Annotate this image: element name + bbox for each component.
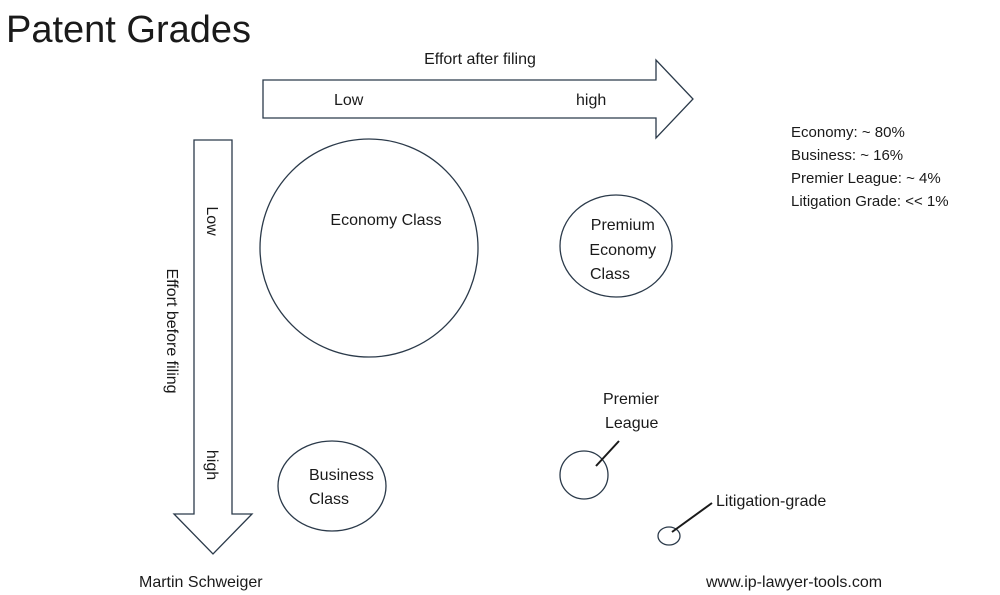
litigation-grade-label: Litigation-grade bbox=[716, 493, 826, 510]
premier-league-circle bbox=[559, 450, 609, 500]
vertical-arrow-low-label: Low bbox=[203, 206, 220, 236]
business-class-label: Business Class bbox=[309, 467, 378, 508]
horizontal-arrow-low-label: Low bbox=[334, 92, 364, 109]
author-name: Martin Schweiger bbox=[139, 574, 263, 591]
grade-share-litigation: Litigation Grade: << 1% bbox=[791, 193, 949, 210]
economy-class-circle bbox=[259, 138, 479, 358]
economy-class-label: Economy Class bbox=[330, 212, 441, 229]
grade-share-economy: Economy: ~ 80% bbox=[791, 124, 905, 141]
grade-share-business: Business: ~ 16% bbox=[791, 147, 903, 164]
horizontal-arrow bbox=[262, 58, 694, 140]
website-url: www.ip-lawyer-tools.com bbox=[705, 574, 882, 591]
grade-share-premier-league: Premier League: ~ 4% bbox=[791, 170, 941, 187]
grade-share-list: Economy: ~ 80% Business: ~ 16% Premier L… bbox=[791, 124, 949, 210]
premium-economy-class-label: Premium Economy Class bbox=[589, 217, 660, 283]
premier-league-leader-line bbox=[595, 440, 620, 467]
litigation-grade-leader-line bbox=[671, 502, 713, 533]
page-title: Patent Grades bbox=[6, 9, 251, 51]
vertical-arrow bbox=[172, 139, 254, 555]
litigation-grade-ellipse bbox=[657, 526, 681, 546]
vertical-arrow-high-label: high bbox=[203, 450, 220, 480]
horizontal-axis-label: Effort after filing bbox=[424, 51, 536, 68]
premium-economy-class-ellipse bbox=[559, 194, 673, 298]
horizontal-arrow-high-label: high bbox=[576, 92, 606, 109]
premier-league-label: Premier League bbox=[603, 391, 663, 432]
vertical-axis-label: Effort before filing bbox=[163, 268, 180, 393]
business-class-ellipse bbox=[277, 440, 387, 532]
